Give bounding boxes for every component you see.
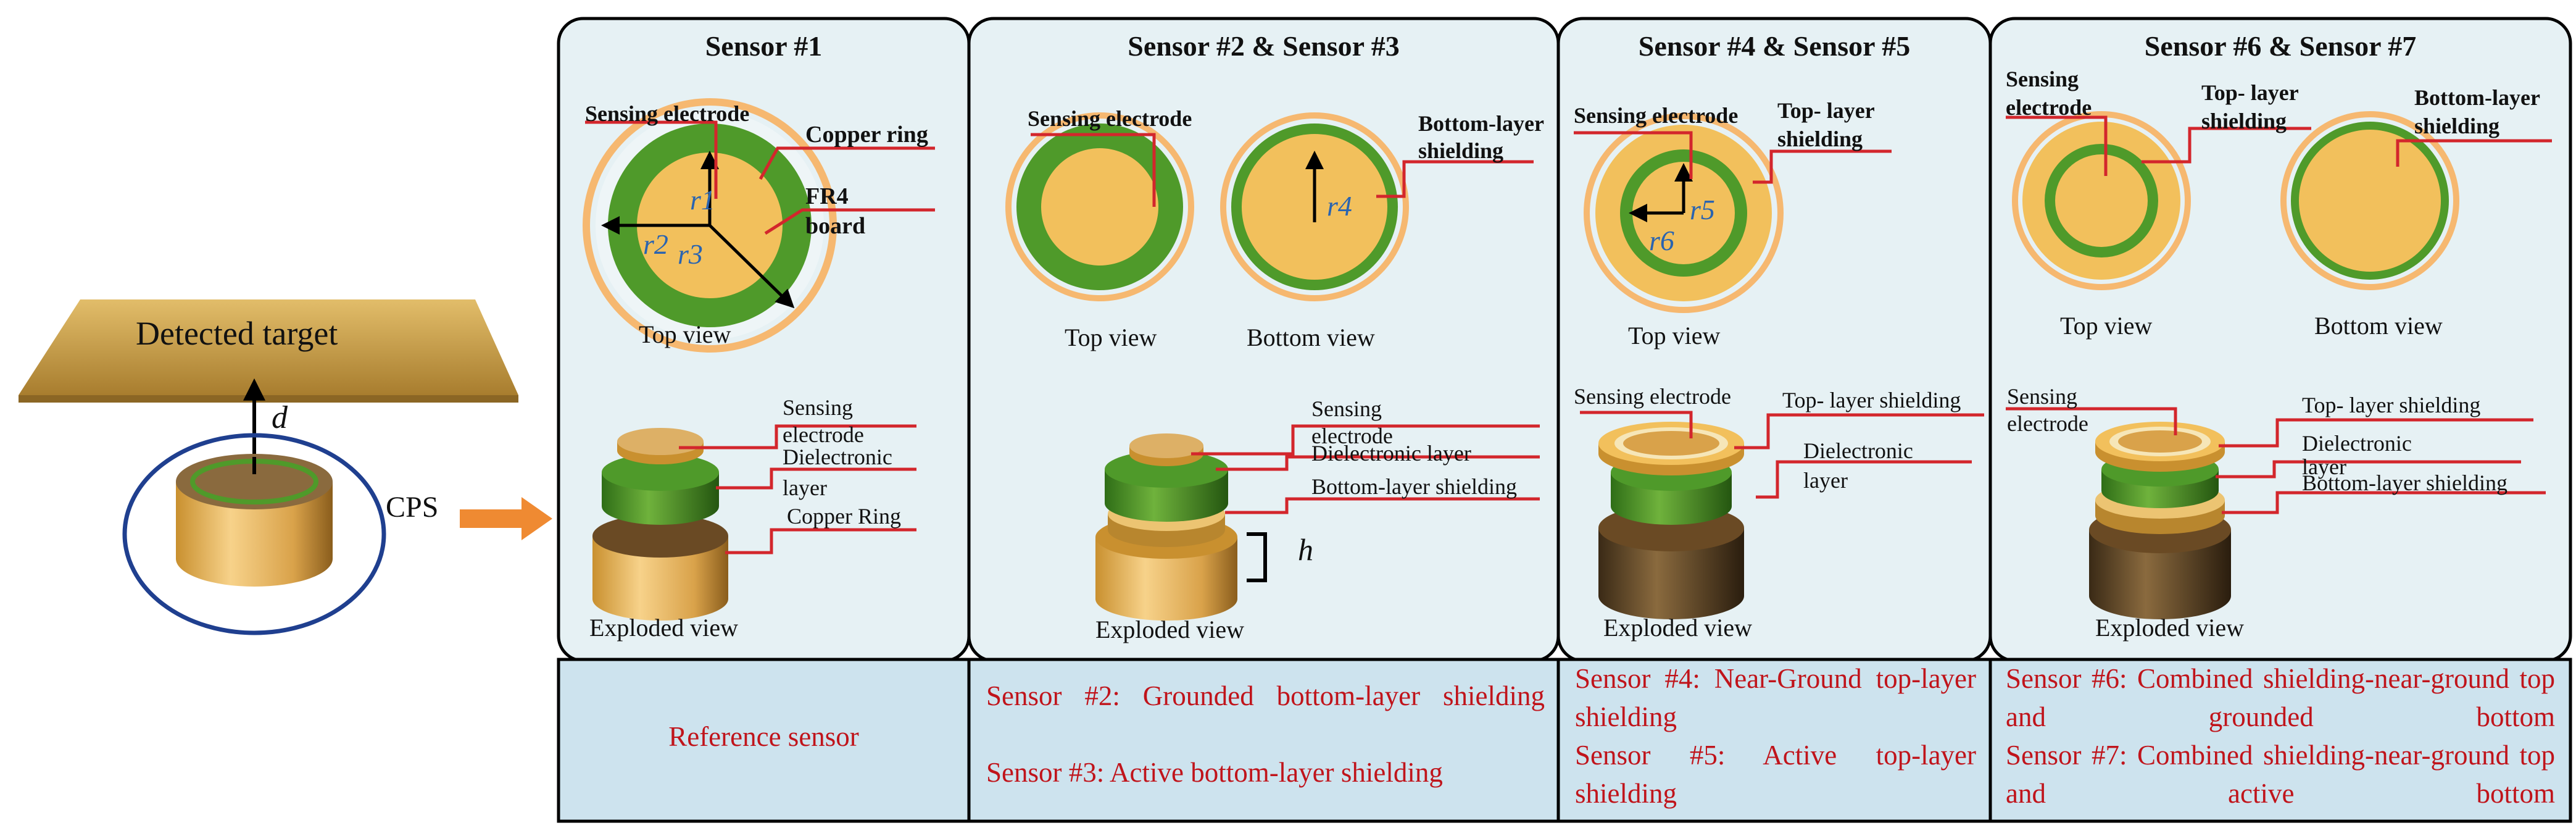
p1-exploded-view: Exploded view bbox=[589, 614, 739, 642]
sensor1-top-view bbox=[583, 98, 837, 353]
p3-top-shield-1: Top- layer bbox=[1777, 98, 1875, 123]
p2-sensing-electrode: Sensing electrode bbox=[1028, 106, 1192, 131]
p2-exp-bottom-shield: Bottom-layer shielding bbox=[1311, 474, 1517, 499]
p3-top-view: Top view bbox=[1628, 322, 1721, 349]
p2-exp-sensing-1: Sensing bbox=[1311, 396, 1382, 421]
sensor2-bottom-view bbox=[1220, 112, 1409, 301]
sensor4-top-view bbox=[1584, 113, 1784, 313]
p3-description-line-1: Sensor #4: Near-Ground top-layer shieldi… bbox=[1575, 663, 1976, 732]
p1-r3: r3 bbox=[678, 238, 703, 270]
p2-description-line-1: Sensor #2: Grounded bottom-layer shieldi… bbox=[986, 680, 1545, 711]
distance-label: d bbox=[272, 400, 288, 435]
p2-r4: r4 bbox=[1327, 190, 1352, 222]
p4-bottom-shield-2: shielding bbox=[2414, 114, 2500, 138]
p4-description-line-2: Sensor #7: Combined shielding-near-groun… bbox=[2006, 740, 2555, 809]
p2-bottom-shield-2: shielding bbox=[1418, 138, 1504, 163]
p4-top-view: Top view bbox=[2060, 312, 2153, 340]
p4-bottom-shield-1: Bottom-layer bbox=[2414, 85, 2540, 110]
p4-sensing-1: Sensing bbox=[2006, 67, 2079, 91]
p4-exp-bottom-shield: Bottom-layer shielding bbox=[2302, 470, 2507, 495]
p2-exploded-view: Exploded view bbox=[1095, 616, 1245, 643]
p2-exp-sensing-2: electrode bbox=[1311, 424, 1393, 448]
p3-top-shield-2: shielding bbox=[1777, 127, 1863, 151]
p4-top-shield-1: Top- layer bbox=[2201, 80, 2299, 105]
detected-target-plate bbox=[19, 299, 518, 395]
sensor1-exploded-view bbox=[592, 428, 728, 621]
p1-description: Reference sensor bbox=[668, 721, 859, 752]
p3-r6: r6 bbox=[1649, 225, 1674, 256]
p1-fr4: FR4 bbox=[805, 183, 849, 209]
detected-target-label: Detected target bbox=[136, 315, 338, 352]
p3-r5: r5 bbox=[1690, 194, 1715, 225]
description-row-bg bbox=[557, 658, 2572, 823]
p2-top-view: Top view bbox=[1065, 324, 1157, 351]
sensor2-exploded-view bbox=[1095, 433, 1267, 621]
cps-arrow bbox=[460, 497, 552, 540]
p3-exp-dielectric-1: Dielectronic bbox=[1803, 438, 1913, 463]
p4-exp-dielectric-1: Dielectronic bbox=[2302, 431, 2412, 456]
panel-1-title: Sensor #1 bbox=[705, 30, 823, 62]
sensor4-exploded-view bbox=[1598, 422, 1744, 619]
p4-exploded-view: Exploded view bbox=[2095, 614, 2245, 642]
p3-exploded-view: Exploded view bbox=[1603, 614, 1753, 642]
panel-2-title: Sensor #2 & Sensor #3 bbox=[1128, 30, 1400, 62]
p3-exp-top-shield: Top- layer shielding bbox=[1782, 388, 1961, 412]
p4-exp-dielectric-2: layer bbox=[2302, 454, 2346, 479]
p1-exp-dielectric-1: Dielectronic bbox=[783, 445, 892, 469]
p1-exp-sensing-2: electrode bbox=[783, 422, 864, 447]
p4-sensing-2: electrode bbox=[2006, 95, 2092, 120]
p4-top-shield-2: shielding bbox=[2201, 109, 2287, 133]
p1-r2: r2 bbox=[643, 228, 668, 260]
p1-board: board bbox=[805, 213, 866, 239]
p2-bottom-view: Bottom view bbox=[1247, 324, 1375, 351]
p4-exp-sensing-1: Sensing bbox=[2007, 384, 2078, 409]
p2-h: h bbox=[1298, 532, 1313, 567]
sensor2-top-view bbox=[1005, 112, 1194, 301]
sensor6-exploded-view bbox=[2089, 422, 2231, 619]
p1-exp-sensing-1: Sensing bbox=[783, 395, 854, 420]
p3-description-line-2: Sensor #5: Active top-layer shielding bbox=[1575, 740, 1976, 809]
p4-description-line-1: Sensor #6: Combined shielding-near-groun… bbox=[2006, 663, 2555, 732]
detected-target-plate-edge bbox=[19, 395, 518, 403]
p2-bottom-shield-1: Bottom-layer bbox=[1418, 111, 1544, 136]
p1-copper-ring: Copper ring bbox=[805, 122, 928, 148]
p1-top-view: Top view bbox=[639, 320, 731, 348]
p3-exp-sensing: Sensing electrode bbox=[1574, 384, 1731, 409]
p4-exp-sensing-2: electrode bbox=[2007, 411, 2088, 436]
p2-exp-dielectric: Dielectronic layer bbox=[1311, 441, 1471, 466]
panel-4-title: Sensor #6 & Sensor #7 bbox=[2144, 30, 2417, 62]
p1-sensing-electrode: Sensing electrode bbox=[585, 101, 750, 126]
p4-bottom-view: Bottom view bbox=[2314, 312, 2443, 340]
sensor6-top-view bbox=[2012, 111, 2191, 290]
cps-outline-ellipse bbox=[122, 433, 386, 635]
sensor6-bottom-view bbox=[2280, 111, 2459, 290]
p1-r1: r1 bbox=[690, 184, 715, 215]
cps-cylinder-body bbox=[176, 482, 333, 587]
p3-sensing-electrode: Sensing electrode bbox=[1574, 103, 1739, 128]
p3-exp-dielectric-2: layer bbox=[1803, 468, 1848, 493]
panel-3-title: Sensor #4 & Sensor #5 bbox=[1638, 30, 1911, 62]
p1-exp-copper: Copper Ring bbox=[787, 504, 901, 529]
cps-label: CPS bbox=[386, 491, 439, 524]
p2-description-line-2: Sensor #3: Active bottom-layer shielding bbox=[986, 757, 1443, 788]
p1-exp-dielectric-2: layer bbox=[783, 475, 827, 500]
p4-exp-top-shield: Top- layer shielding bbox=[2302, 393, 2481, 417]
